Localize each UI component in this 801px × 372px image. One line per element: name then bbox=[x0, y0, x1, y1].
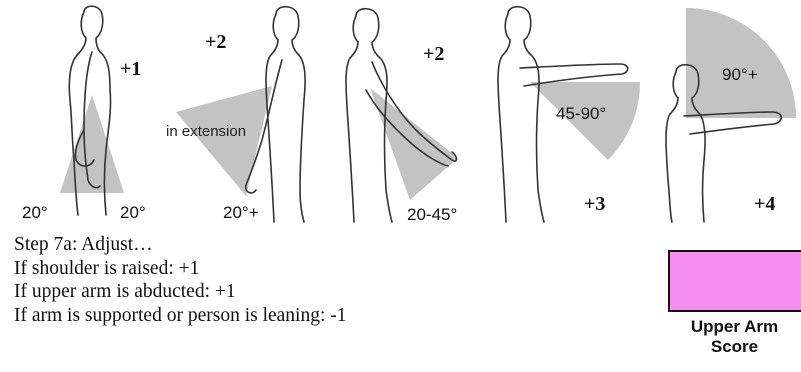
adjust-shoulder-raised: If shoulder is raised: +1 bbox=[14, 257, 347, 281]
upper-arm-score-box bbox=[668, 250, 801, 312]
extension-label: in extension bbox=[166, 123, 246, 140]
score-label-line1: Upper Arm bbox=[668, 317, 801, 337]
angle-label-3: 20-45° bbox=[407, 205, 457, 224]
range-sector-5 bbox=[686, 8, 796, 118]
angle-label-5: 90°+ bbox=[722, 65, 758, 84]
angle-label-1b: 20° bbox=[120, 203, 146, 222]
score-label-5: +4 bbox=[754, 193, 775, 215]
panel-5: 90°+ +4 bbox=[666, 8, 796, 222]
range-sector-1 bbox=[60, 95, 124, 193]
panel-1: +1 20° 20° bbox=[22, 6, 146, 222]
adjustment-steps: Step 7a: Adjust… If shoulder is raised: … bbox=[14, 233, 347, 327]
range-sector-2 bbox=[176, 86, 272, 196]
step-heading: Step 7a: Adjust… bbox=[14, 233, 347, 257]
angle-label-4: 45-90° bbox=[556, 104, 606, 123]
score-label-1: +1 bbox=[120, 58, 141, 80]
range-sector-3 bbox=[370, 88, 458, 200]
panel-3: +2 20-45° bbox=[346, 9, 458, 224]
adjust-arm-supported: If arm is supported or person is leaning… bbox=[14, 304, 347, 328]
score-label-4: +3 bbox=[584, 193, 605, 215]
panel-4: 45-90° +3 bbox=[498, 7, 640, 222]
angle-label-2: 20°+ bbox=[223, 203, 259, 222]
angle-label-1a: 20° bbox=[22, 203, 48, 222]
score-label-2: +2 bbox=[205, 31, 226, 53]
upper-arm-score-label: Upper Arm Score bbox=[668, 317, 801, 357]
panel-2: +2 in extension 20°+ bbox=[166, 7, 305, 222]
score-label-3: +2 bbox=[423, 43, 444, 65]
adjust-arm-abducted: If upper arm is abducted: +1 bbox=[14, 280, 347, 304]
score-label-line2: Score bbox=[668, 337, 801, 357]
